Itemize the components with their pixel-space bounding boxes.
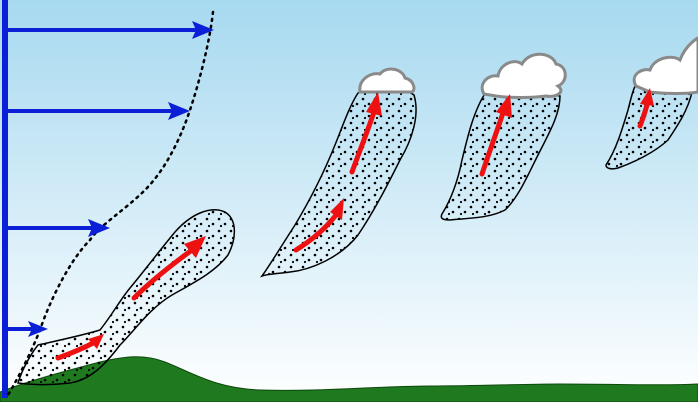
updraft-arrowhead: [184, 236, 206, 258]
plume-outline: [440, 90, 561, 221]
wind-arrows: [8, 21, 214, 337]
wind-arrow-3: [8, 219, 110, 237]
wind-arrow-1: [8, 21, 214, 39]
updraft-arrowhead: [496, 94, 512, 118]
updraft-arrow: [349, 109, 377, 175]
updraft-arrowhead: [366, 92, 382, 116]
updraft-arrowhead: [640, 88, 654, 106]
thermal-stage-2: [260, 67, 417, 278]
wind-profile-axis: [2, 0, 8, 398]
updraft-arrow: [293, 212, 339, 253]
cloud: [480, 52, 567, 99]
thermal-stage-1: [17, 209, 236, 386]
cloud: [632, 36, 698, 95]
wind-arrow-4: [8, 321, 48, 337]
plume-outline: [17, 209, 236, 386]
wind-arrow-2: [8, 102, 190, 120]
plume-outline: [260, 88, 417, 278]
thermal-stage-3: [440, 52, 567, 221]
updraft-arrow: [479, 107, 507, 177]
updraft-arrowhead: [88, 334, 104, 349]
cloud: [358, 67, 416, 94]
updraft-arrow: [131, 247, 195, 301]
updraft-arrowhead: [330, 198, 344, 220]
thermal-stage-4: [605, 36, 698, 170]
